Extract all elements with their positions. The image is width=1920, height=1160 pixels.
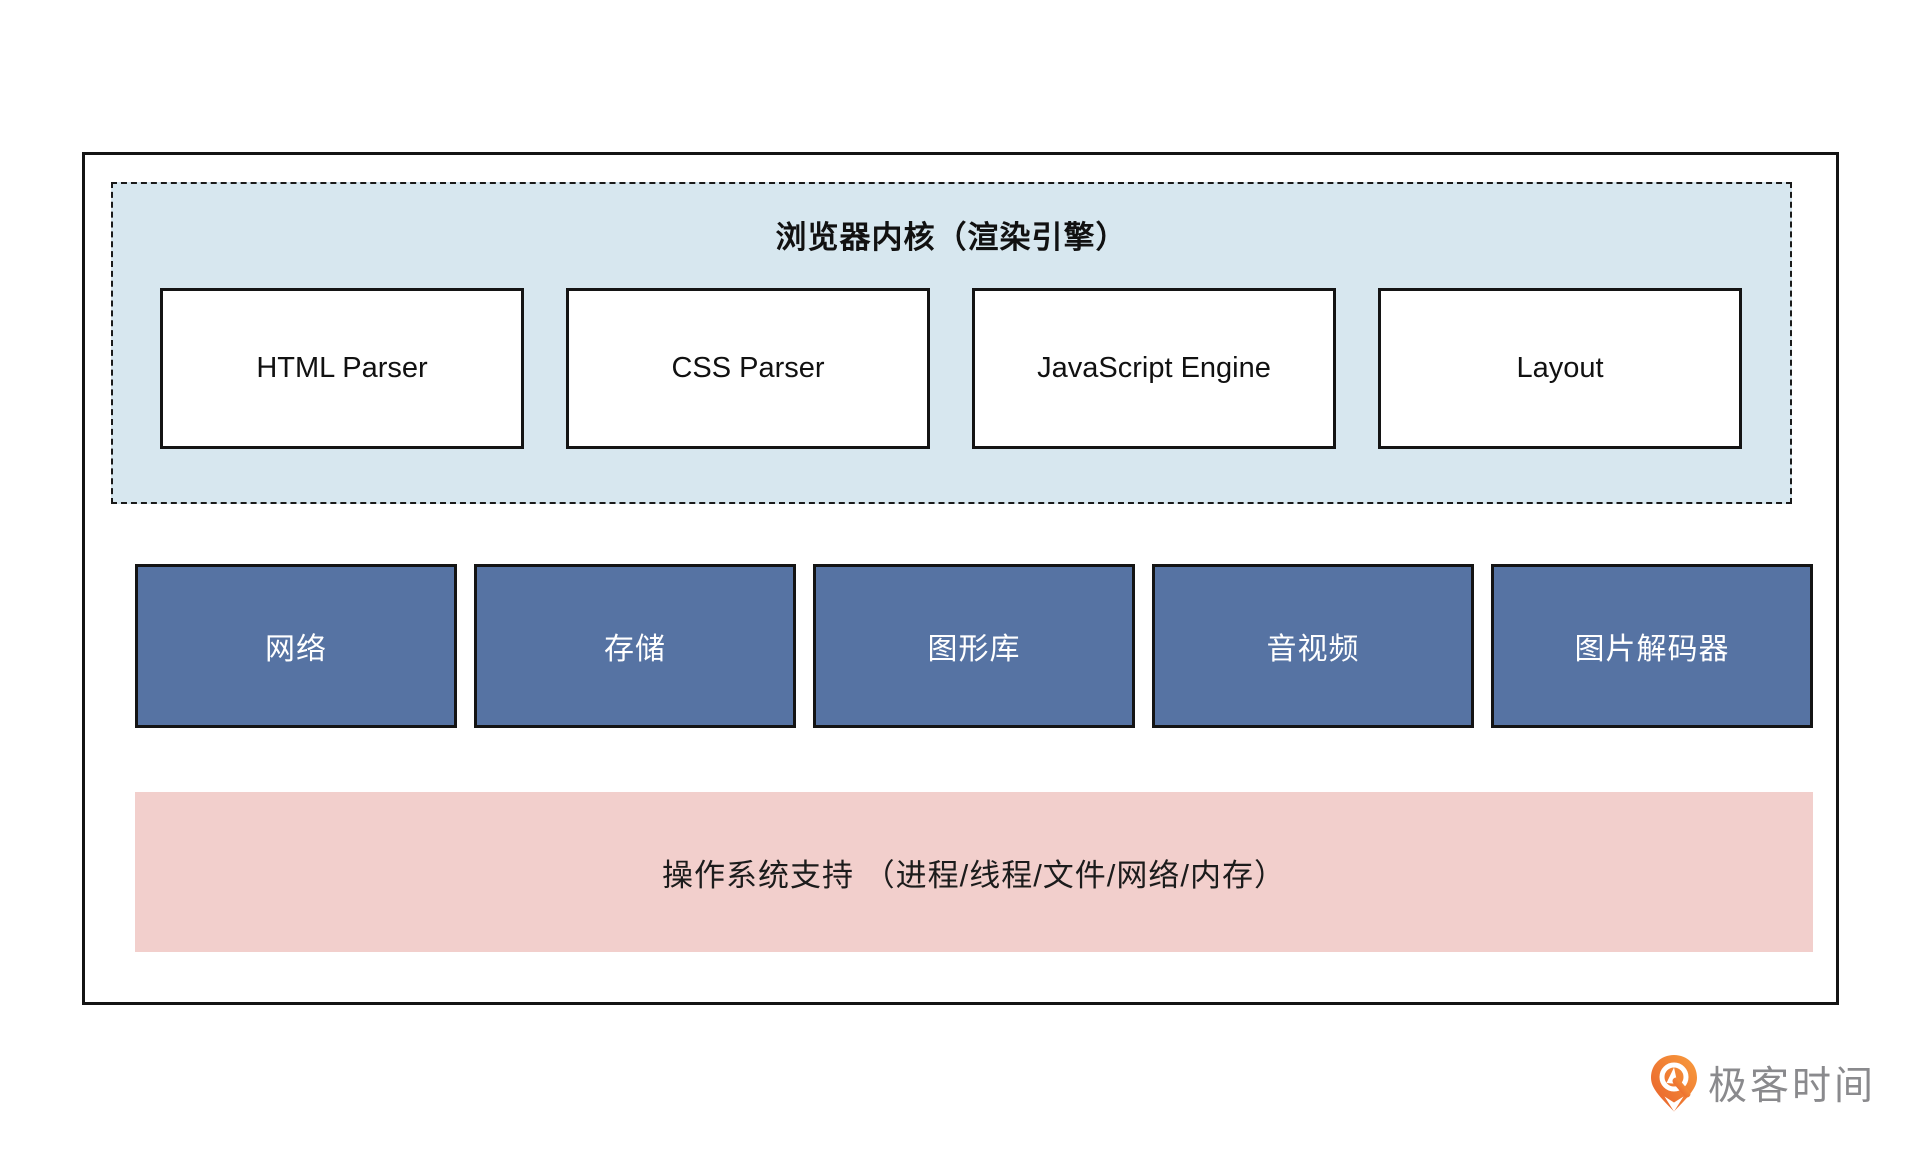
module-css-parser: CSS Parser <box>566 288 930 449</box>
kernel-title: 浏览器内核（渲染引擎） <box>775 220 1128 255</box>
geektime-pin-icon <box>1651 1055 1697 1112</box>
module-label: HTML Parser <box>256 352 428 384</box>
middleware-row: 网络 存储 图形库 音视频 图片解码器 <box>135 564 1813 728</box>
module-layout: Layout <box>1378 288 1742 449</box>
middleware-label: 图形库 <box>927 633 1021 666</box>
module-label: JavaScript Engine <box>1037 352 1271 384</box>
middleware-image-decoder: 图片解码器 <box>1491 564 1813 728</box>
middleware-storage: 存储 <box>474 564 796 728</box>
middleware-label: 存储 <box>604 633 666 666</box>
os-support-label: 操作系统支持 （进程/线程/文件/网络/内存） <box>661 857 1287 893</box>
middleware-network: 网络 <box>135 564 457 728</box>
kernel-section: 浏览器内核（渲染引擎） HTML Parser CSS Parser JavaS… <box>111 182 1792 504</box>
brand-name: 极客时间 <box>1708 1065 1877 1108</box>
middleware-graphics-library: 图形库 <box>813 564 1135 728</box>
middleware-label: 图片解码器 <box>1574 633 1730 666</box>
middleware-audio-video: 音视频 <box>1152 564 1474 728</box>
module-label: CSS Parser <box>671 352 825 384</box>
module-html-parser: HTML Parser <box>160 288 524 449</box>
module-label: Layout <box>1516 352 1604 384</box>
module-javascript-engine: JavaScript Engine <box>972 288 1336 449</box>
os-support-layer: 操作系统支持 （进程/线程/文件/网络/内存） <box>135 792 1813 952</box>
middleware-label: 音视频 <box>1266 633 1360 666</box>
kernel-modules-row: HTML Parser CSS Parser JavaScript Engine… <box>160 288 1742 449</box>
brand-logo: 极客时间 <box>1650 1052 1876 1114</box>
middleware-label: 网络 <box>265 633 327 666</box>
